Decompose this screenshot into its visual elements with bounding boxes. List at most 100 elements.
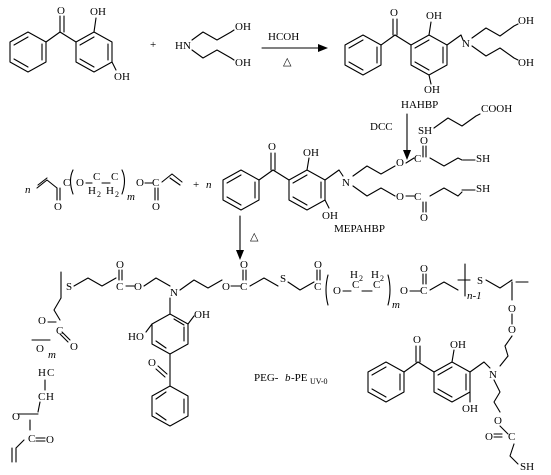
- o-label: O: [420, 263, 428, 275]
- oh-label: OH: [322, 210, 338, 222]
- o-label: O: [396, 191, 404, 203]
- c-label: C: [56, 325, 63, 337]
- mepahbp-label: MEPAHBP: [334, 223, 385, 235]
- ho-label: HO: [128, 331, 144, 343]
- sub-2: 2: [97, 190, 101, 199]
- peg-diacrylate: n O C O C H 2 C H 2 m O C O: [25, 169, 183, 213]
- n-coefficient: n: [25, 184, 31, 196]
- o-label: O: [508, 303, 516, 315]
- c-label: C: [414, 191, 421, 203]
- o-label: O: [116, 259, 124, 271]
- formaldehyde-label: HCOH: [268, 31, 299, 43]
- heat-label: △: [283, 56, 292, 68]
- center-benzophenone: OH HO O: [128, 297, 210, 427]
- oh-label: OH: [194, 309, 210, 321]
- thiol-label: SH: [418, 125, 432, 137]
- sub-2: 2: [380, 274, 384, 283]
- oh-label: OH: [518, 15, 534, 27]
- o-label: O: [12, 411, 20, 423]
- product-main: PEG-: [254, 372, 279, 384]
- oh-label: OH: [462, 403, 478, 415]
- product-b: b: [285, 372, 291, 384]
- o-label: O: [70, 341, 78, 353]
- o-label: O: [148, 357, 156, 369]
- n-label: N: [462, 38, 470, 50]
- c-label: C: [38, 391, 45, 403]
- o-label: O: [396, 157, 404, 169]
- carbonyl-o: O: [57, 5, 65, 17]
- o-label: O: [508, 324, 516, 336]
- o-label: O: [222, 281, 230, 293]
- oh-label: OH: [450, 339, 466, 351]
- diethanolamine: HN OH OH: [175, 21, 251, 69]
- m-subscript: m: [127, 191, 135, 203]
- plus-sign: +: [150, 39, 156, 51]
- o-label: O: [54, 201, 62, 213]
- h-label: H: [106, 185, 114, 197]
- c-label: C: [28, 433, 35, 445]
- carbonyl-o: O: [390, 7, 398, 19]
- c-label: C: [47, 367, 54, 379]
- c-label: C: [352, 279, 359, 291]
- oh-label: OH: [424, 84, 440, 96]
- c-label: C: [240, 281, 247, 293]
- oh-label-2: OH: [114, 71, 130, 83]
- hn-label: HN: [175, 40, 191, 52]
- c-label: C: [116, 281, 123, 293]
- n-label: N: [489, 369, 497, 381]
- oh-label: OH: [518, 57, 534, 69]
- o-label: O: [38, 315, 46, 327]
- n-minus-1-subscript: n-1: [467, 290, 482, 302]
- o-label: O: [485, 431, 493, 443]
- n-label: N: [342, 177, 350, 189]
- o-label: O: [240, 259, 248, 271]
- m-subscript: m: [392, 299, 400, 311]
- c-label: C: [420, 285, 427, 297]
- s-label: S: [66, 281, 72, 293]
- o-label: O: [76, 177, 84, 189]
- right-benzophenone: O OH OH N O C O SH: [367, 334, 534, 473]
- s-label: S: [280, 273, 286, 285]
- carbonyl-o: O: [268, 141, 276, 153]
- oh-label: OH: [235, 21, 251, 33]
- sh-label: SH: [476, 183, 490, 195]
- oh-label: OH: [235, 57, 251, 69]
- c-label: C: [152, 177, 159, 189]
- o-label: O: [134, 281, 142, 293]
- sub-2: 2: [359, 274, 363, 283]
- o-label: O: [420, 135, 428, 147]
- dcc-label: DCC: [370, 121, 393, 133]
- h-label: H: [88, 185, 96, 197]
- reaction-arrow-1: HCOH △: [261, 31, 328, 68]
- o-label: O: [420, 212, 428, 224]
- sh-label: SH: [520, 461, 534, 473]
- hahbp-label: HAHBP: [401, 99, 438, 111]
- product-backbone: S C O O N O C O S C O O C H 2 C H 2 m O: [60, 259, 529, 357]
- h-label: H: [46, 391, 54, 403]
- sh-label: SH: [476, 153, 490, 165]
- c-label: C: [373, 279, 380, 291]
- n-coefficient-2: n: [206, 179, 212, 191]
- c-label: C: [111, 171, 118, 183]
- o-label: O: [46, 434, 54, 446]
- o-label: O: [36, 343, 44, 355]
- reaction-arrow-3: △: [236, 215, 259, 260]
- h-label: H: [371, 269, 379, 281]
- h-label: H: [38, 367, 46, 379]
- heat-label-2: △: [250, 231, 259, 243]
- o-label: O: [152, 201, 160, 213]
- dihydroxybenzophenone: O OH OH: [9, 5, 130, 83]
- m-subscript: m: [48, 349, 56, 361]
- plus-sign-2: +: [193, 179, 199, 191]
- o-label: O: [494, 415, 502, 427]
- oh-label: OH: [90, 6, 106, 18]
- c-label: C: [63, 177, 70, 189]
- o-label: O: [136, 177, 144, 189]
- h-label: H: [350, 269, 358, 281]
- mepahbp-structure: O OH OH N O C O SH O C O SH MEPAHBP: [222, 135, 490, 235]
- o-label: O: [333, 285, 341, 297]
- left-side-chain: O C O O m H C C H O C O: [11, 297, 78, 463]
- o-label: O: [314, 259, 322, 271]
- product-label: PEG- b -PE UV-0: [254, 372, 327, 386]
